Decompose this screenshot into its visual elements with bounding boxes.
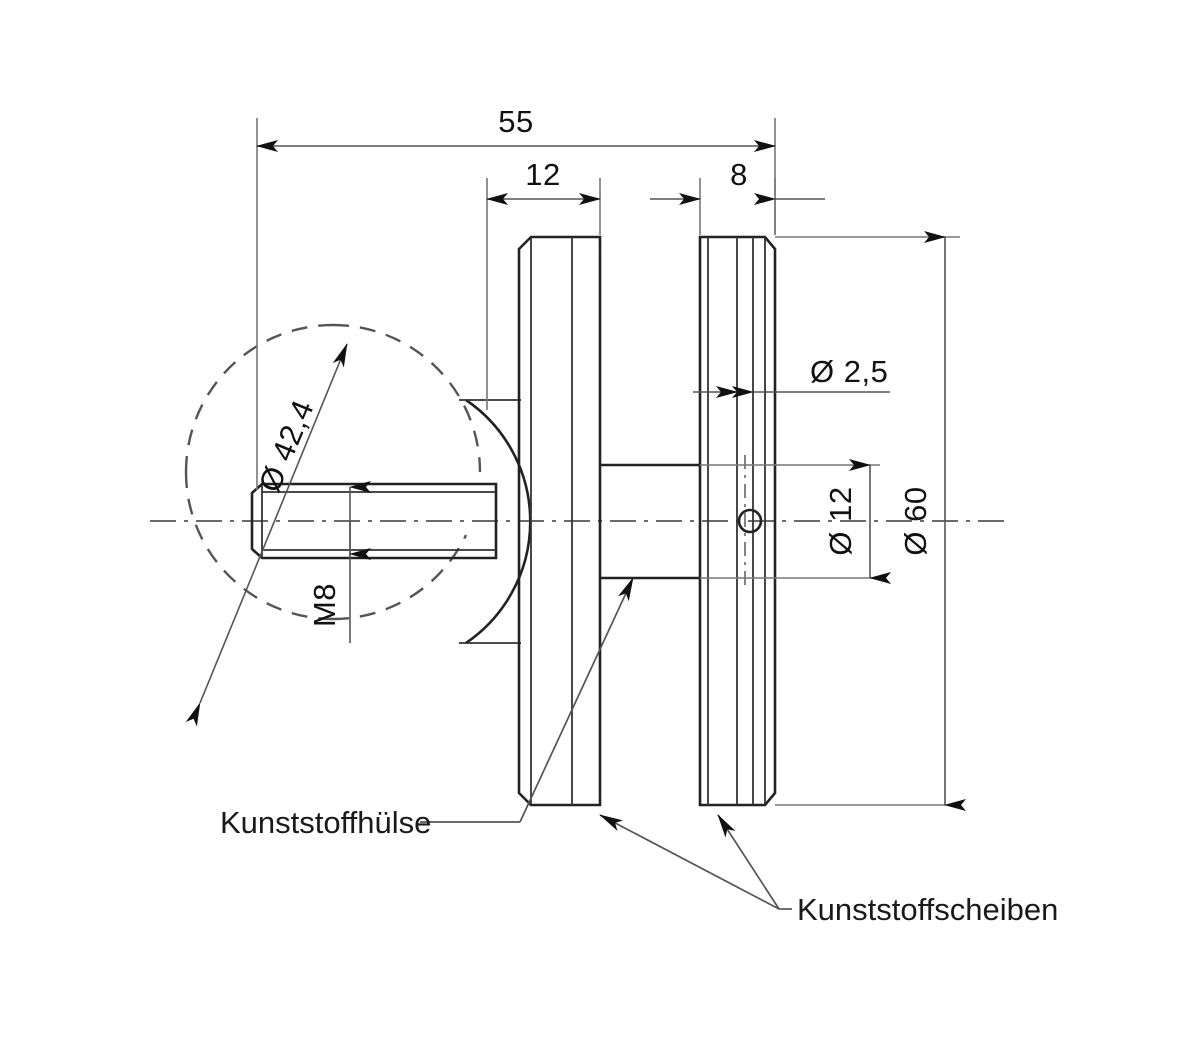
leader-disc-left xyxy=(599,814,780,910)
dim-8-text: 8 xyxy=(730,157,748,192)
dim-12-text: 12 xyxy=(525,157,560,192)
dim-m8-text: M8 xyxy=(307,583,342,627)
tube-circle-dashed-lower-right xyxy=(332,534,468,621)
leader-sleeve-diagonal xyxy=(519,577,634,823)
leader-disc-right xyxy=(717,814,780,910)
tube-circle-dashed-left xyxy=(184,323,334,473)
tube-circle-dashed-upper xyxy=(332,323,482,473)
label-kunststoffscheiben: Kunststoffscheiben xyxy=(797,892,1058,927)
dim-d12-text: Ø 12 xyxy=(823,486,858,555)
dim-55-text: 55 xyxy=(498,104,533,139)
dim-d424-line xyxy=(185,343,348,727)
dim-d25-text: Ø 2,5 xyxy=(810,354,888,389)
small-hole-circle xyxy=(737,508,763,534)
label-kunststoffhuelse: Kunststoffhülse xyxy=(220,805,431,840)
dim-d424-text: Ø 42,4 xyxy=(252,395,321,497)
dim-d60-text: Ø 60 xyxy=(898,486,933,555)
